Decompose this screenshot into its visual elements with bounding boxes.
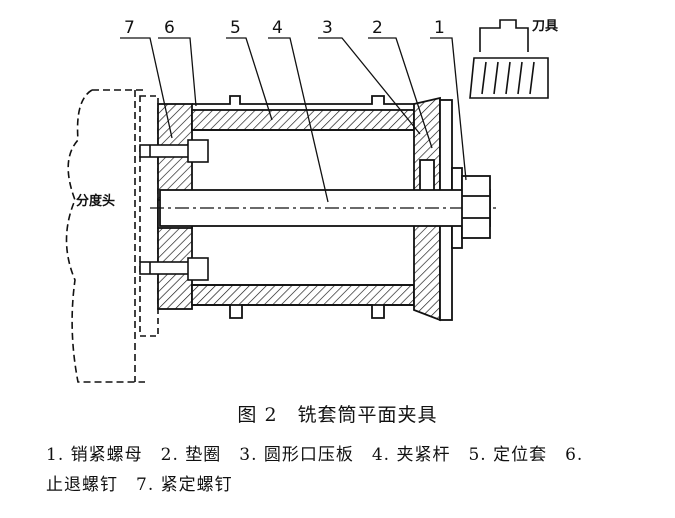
fixture-drawing: 7 6 5 4 3 2 1 刀具 分度头 bbox=[65, 18, 558, 383]
cutter-label: 刀具 bbox=[532, 19, 558, 34]
indexing-head bbox=[65, 89, 159, 383]
clamping-rod bbox=[150, 189, 500, 227]
figure-caption: 图 2 铣套筒平面夹具 bbox=[237, 404, 438, 426]
parts-legend: 1. 销紧螺母 2. 垫圈 3. 圆形口压板 4. 夹紧杆 5. 定位套 6. … bbox=[46, 440, 666, 500]
stop-screws bbox=[139, 139, 209, 281]
part-number-3: 3 bbox=[322, 18, 333, 38]
indexing-head-label: 分度头 bbox=[76, 193, 115, 209]
locking-nut bbox=[461, 175, 491, 239]
part-number-1: 1 bbox=[434, 18, 445, 38]
part-number-6: 6 bbox=[164, 18, 175, 38]
cutter bbox=[469, 19, 549, 99]
part-number-4: 4 bbox=[272, 18, 283, 38]
legend-line-1: 1. 销紧螺母 2. 垫圈 3. 圆形口压板 4. 夹紧杆 5. 定位套 6. bbox=[46, 445, 584, 465]
part-number-2: 2 bbox=[372, 18, 383, 38]
part-number-7: 7 bbox=[124, 18, 135, 38]
legend-line-2: 止退螺钉 7. 紧定螺钉 bbox=[46, 475, 233, 495]
part-number-5: 5 bbox=[230, 18, 241, 38]
leader-lines bbox=[120, 37, 467, 203]
